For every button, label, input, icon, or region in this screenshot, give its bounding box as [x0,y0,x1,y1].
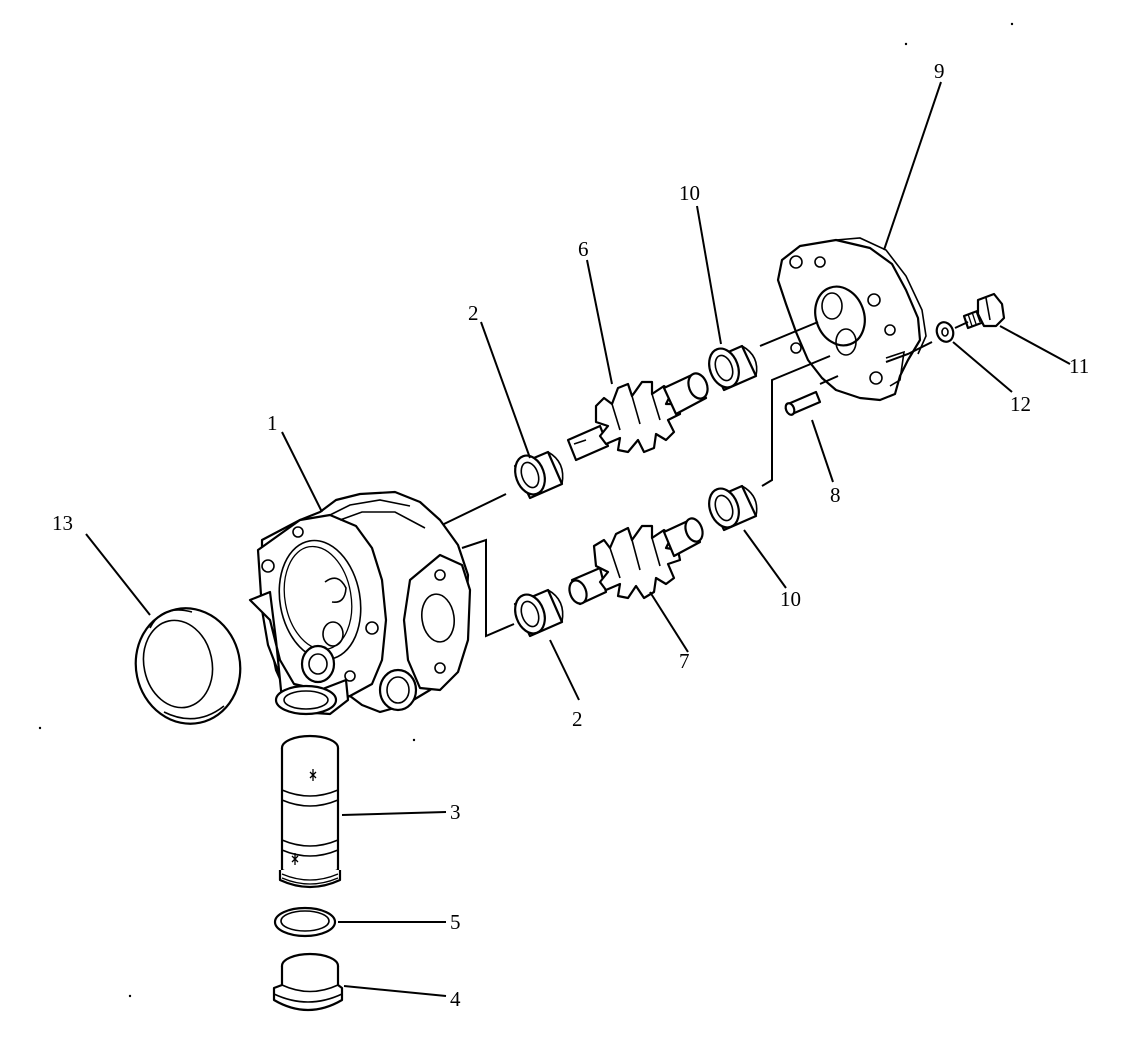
callout-7: 7 [679,649,690,673]
part-10-bushing-lower [708,484,758,532]
callout-labels: 1 13 2 2 6 7 10 10 9 11 12 8 3 5 4 [52,59,1089,1011]
callout-5: 5 [450,910,461,934]
callout-10-lower: 10 [780,587,801,611]
callout-6: 6 [578,237,589,261]
part-5-o-ring [273,906,337,938]
callout-2-lower: 2 [572,707,583,731]
part-12-washer [935,321,955,343]
callout-12: 12 [1010,392,1031,416]
callout-4: 4 [450,987,461,1011]
part-10-bushing-upper [708,344,758,392]
callout-11: 11 [1069,354,1089,378]
part-8-dowel-pin [784,390,822,416]
part-4-plug [272,952,344,1011]
callout-8: 8 [830,483,841,507]
part-11-bolt [962,292,1006,330]
part-6-drive-gear-shaft [566,372,709,462]
callout-1: 1 [267,411,278,435]
assembly-lines [443,321,969,638]
part-7-driven-gear [568,517,704,606]
callout-10-upper: 10 [679,181,700,205]
callout-2-upper: 2 [468,301,479,325]
part-3-suction-tube [278,734,342,889]
part-2-bushing-upper [513,450,564,500]
part-13-seal-ring [134,607,242,725]
part-1-pump-housing [248,490,472,716]
callout-13: 13 [52,511,73,535]
callout-3: 3 [450,800,461,824]
part-2-bushing-lower [513,588,564,638]
scan-specks [38,22,1014,998]
leader-lines [85,81,1071,997]
part-9-cover-plate [776,237,927,402]
callout-9: 9 [934,59,945,83]
